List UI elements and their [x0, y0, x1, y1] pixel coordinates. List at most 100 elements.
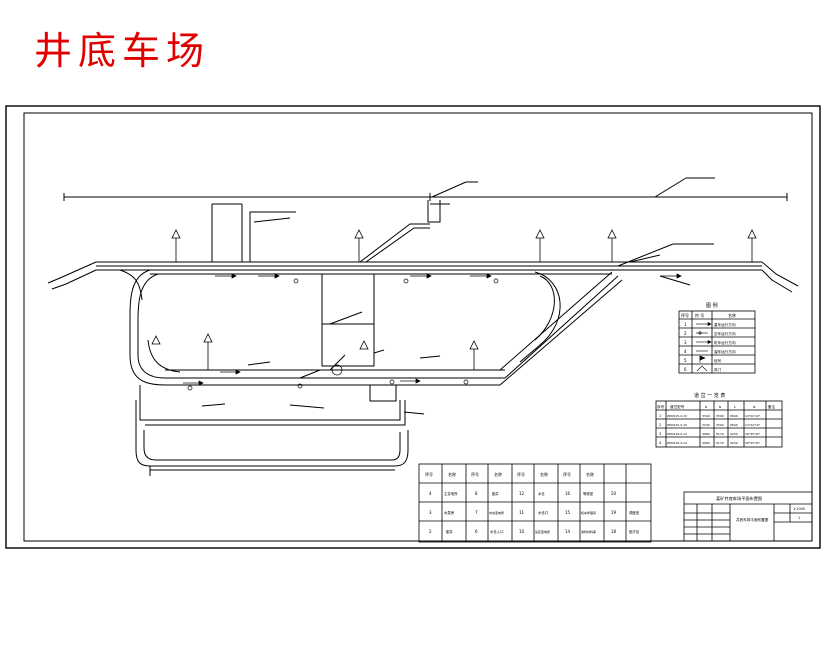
inclined-shaft — [359, 223, 430, 263]
switch-header-no: 序号 — [657, 404, 665, 409]
room-cell: 等候室 — [583, 491, 594, 496]
room-header: 名称 — [494, 471, 502, 477]
switch-header-model: 道岔型号 — [670, 404, 685, 409]
legend-row-name: 溜车运行方向 — [714, 349, 736, 354]
left-loop — [129, 269, 300, 386]
room-cell: 4 — [429, 491, 432, 496]
switch-row-no: 2 — [659, 423, 661, 427]
switch-row-model: ZDK615-4-15 — [667, 414, 687, 418]
diagonal-track — [499, 271, 613, 371]
signal-markers — [151, 229, 757, 370]
room-cell: 14 — [565, 529, 571, 534]
legend-row-name: 空车运行方向 — [714, 331, 736, 336]
legend-row-name: 重车运行方向 — [714, 322, 736, 327]
switch-header-l: L — [734, 405, 736, 409]
switch-row-a: 4080 — [702, 441, 710, 445]
room-header: 序号 — [563, 471, 571, 477]
switch-row-model: ZDK618-4-12 — [667, 441, 687, 445]
legend-title: 图 例 — [706, 302, 718, 309]
switch-row-no: 3 — [659, 432, 661, 436]
outer-border — [5, 105, 821, 549]
chamber-a — [321, 273, 375, 325]
room-cell: 副井 — [446, 529, 453, 534]
page-title: 井底车场 — [34, 29, 211, 73]
junction-dots — [187, 278, 499, 391]
left-exit-curve — [47, 261, 97, 284]
room-cell: 11 — [519, 510, 525, 515]
switch-table — [655, 400, 783, 448]
room-cell: 采区变电所 — [535, 529, 550, 534]
direction-arrows — [183, 273, 682, 386]
right-exit-curve — [761, 261, 799, 287]
switch-row-b: 5170 — [716, 432, 724, 436]
room-cell: 20 — [611, 491, 617, 496]
switch-row-l: 9250 — [730, 441, 738, 445]
room-cell: 19 — [611, 510, 617, 515]
switch-row-l: 9250 — [730, 432, 738, 436]
switch-row-no: 1 — [659, 414, 661, 418]
title-block — [683, 491, 813, 542]
room-cell: 16 — [565, 491, 571, 496]
chamber-c — [369, 384, 397, 402]
room-cell: 医疗站 — [629, 529, 640, 534]
switch-header-alpha: α — [753, 405, 756, 409]
room-cell: 6 — [475, 529, 478, 534]
legend-header-no: 序号 — [681, 312, 689, 318]
room-header: 序号 — [471, 471, 479, 477]
title-block-project: 某矿井底车场平面布置图 — [716, 495, 762, 502]
room-header: 名称 — [586, 471, 594, 477]
inner-border — [23, 112, 813, 542]
room-cell: 中央变电所 — [489, 510, 504, 515]
switch-row-alpha: 18°55'30" — [745, 441, 761, 445]
switch-header-a: a — [705, 405, 707, 409]
switch-row-alpha: 14°02'10" — [745, 423, 761, 427]
switch-row-b: 3500 — [716, 414, 724, 418]
switch-row-model: ZDK615-4-15 — [667, 423, 687, 427]
title-block-scale: 1:1000 — [793, 507, 805, 511]
switch-row-alpha: 14°02'10" — [745, 414, 761, 418]
switch-header-b: b — [719, 405, 722, 409]
switch-row-b: 5170 — [716, 441, 724, 445]
legend-row-name: 风门 — [714, 367, 722, 372]
room-cell: 12 — [519, 491, 525, 496]
room-cell: 7 — [475, 510, 478, 515]
room-header: 名称 — [448, 471, 456, 477]
chamber-b — [321, 323, 375, 367]
room-cell: 水仓口 — [538, 510, 548, 515]
legend-header-name: 名称 — [728, 312, 736, 318]
room-cell: 机车修理间 — [581, 510, 596, 515]
track-layout — [47, 177, 799, 476]
switch-row-l: 6840 — [730, 414, 738, 418]
room-cell: 水仓 — [538, 491, 545, 496]
legend-row-no: 2 — [684, 331, 687, 336]
room-table-cells: 4 主变电所 8 副井 12 水仓 16 等候室 20 3 水泵房 7 中央变电… — [429, 491, 640, 534]
switch-row-a: 3340 — [702, 414, 710, 418]
switch-row-model: ZDK618-4-12 — [667, 432, 687, 436]
room-cell: 水仓入口 — [490, 529, 504, 534]
room-cell: 10 — [519, 529, 525, 534]
room-cell: 15 — [565, 510, 571, 515]
switch-row-b: 3500 — [716, 423, 724, 427]
switch-header-remark: 备注 — [768, 404, 776, 409]
room-cell: 调度室 — [629, 510, 640, 515]
room-cell: 副井 — [492, 491, 499, 496]
legend-row-no: 6 — [684, 367, 687, 372]
legend-table — [678, 310, 756, 374]
room-cell: 水泵房 — [444, 510, 455, 515]
room-table — [418, 463, 652, 543]
switch-row-a: 3340 — [702, 423, 710, 427]
switch-row-l: 6840 — [730, 423, 738, 427]
room-cell: 3 — [429, 510, 432, 515]
legend-row-name: 机车运行方向 — [714, 340, 736, 345]
switch-row-alpha: 18°55'30" — [745, 432, 761, 436]
room-header: 序号 — [425, 471, 433, 477]
room-cell: 8 — [475, 491, 478, 496]
right-loop — [519, 271, 561, 363]
switch-table-title: 道 岔 一 览 表 — [694, 392, 725, 399]
switch-row-a: 4080 — [702, 432, 710, 436]
room-cell: 消防材料库 — [581, 529, 596, 534]
legend-row-name: 信号 — [714, 358, 722, 363]
room-cell: 主变电所 — [444, 491, 458, 496]
room-cell: 18 — [611, 529, 617, 534]
